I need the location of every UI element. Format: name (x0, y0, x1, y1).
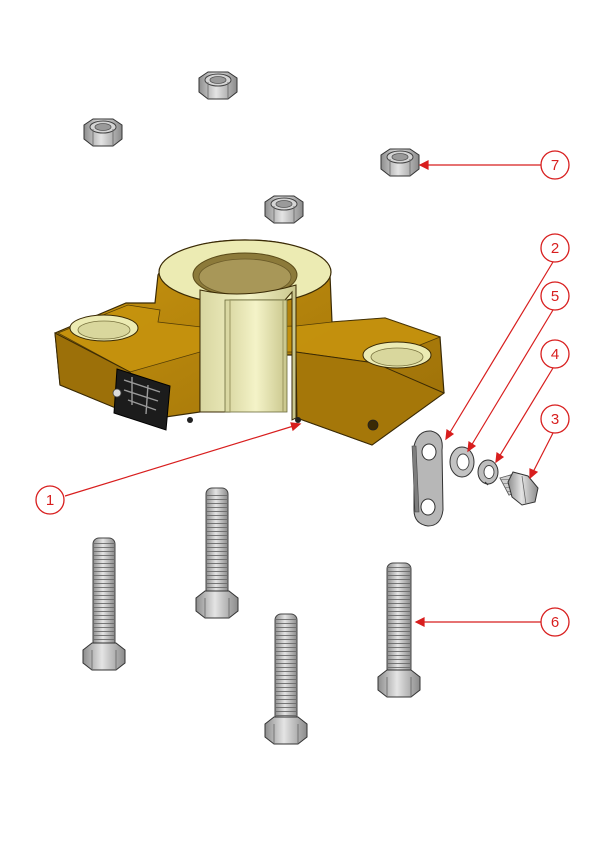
hex-bolt-3 (264, 613, 308, 745)
callout-1-number: 1 (46, 492, 54, 509)
callout-2: 2 (540, 233, 570, 263)
leader-lines (64, 160, 554, 627)
hex-bolt-2 (195, 487, 239, 619)
callout-5: 5 (540, 281, 570, 311)
leader-4 (495, 367, 554, 463)
flat-washer (449, 446, 475, 478)
hex-bolt-4 (377, 562, 421, 698)
hex-nut-left (83, 118, 123, 147)
leader-5 (467, 309, 554, 452)
split-washer (477, 459, 499, 486)
hex-nut-right (380, 148, 420, 177)
hex-nut-top (198, 71, 238, 100)
small-bolt (499, 471, 539, 506)
callout-4-number: 4 (551, 346, 559, 363)
leader-1 (64, 423, 301, 497)
hex-nut-center (264, 195, 304, 224)
callout-7: 7 (540, 150, 570, 180)
callout-5-number: 5 (551, 288, 559, 305)
callout-4: 4 (540, 339, 570, 369)
callout-6: 6 (540, 607, 570, 637)
callout-7-number: 7 (551, 157, 559, 174)
leader-2 (445, 261, 554, 440)
callout-1: 1 (35, 485, 65, 515)
callout-6-number: 6 (551, 614, 559, 631)
callout-3: 3 (540, 404, 570, 434)
callout-3-number: 3 (551, 411, 559, 428)
callout-2-number: 2 (551, 240, 559, 257)
hex-bolt-1 (82, 537, 126, 671)
clamp-body (54, 239, 446, 446)
lock-tab (411, 430, 444, 527)
